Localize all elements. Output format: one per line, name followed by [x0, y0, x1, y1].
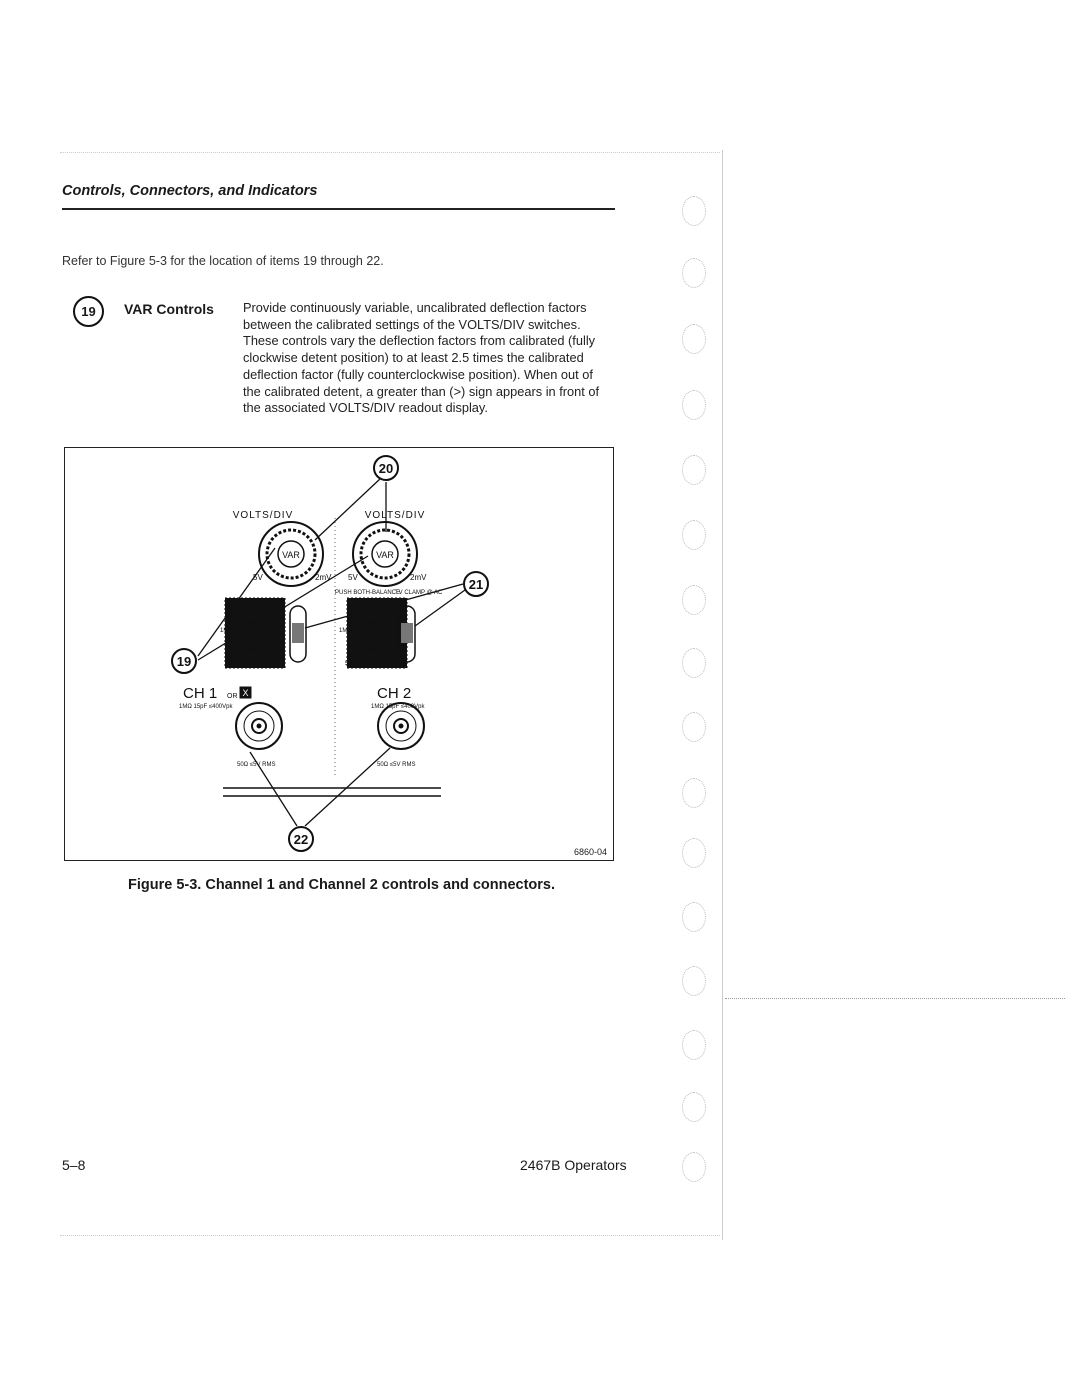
svg-text:1MΩ: 1MΩ — [220, 628, 233, 634]
manual-name: 2467B Operators — [520, 1157, 627, 1173]
binder-hole — [682, 712, 706, 742]
binder-hole — [682, 1152, 706, 1182]
ch1-bnc-connector — [235, 702, 283, 750]
leader-lines — [197, 477, 466, 827]
binder-hole — [682, 196, 706, 226]
binder-hole — [682, 455, 706, 485]
svg-text:DC: DC — [247, 661, 256, 667]
svg-text:5V: 5V — [348, 573, 358, 582]
item-title: VAR Controls — [124, 301, 214, 317]
svg-text:PUSH BOTH-BALANCE: PUSH BOTH-BALANCE — [335, 590, 400, 596]
svg-text:50Ω ≤5V RMS: 50Ω ≤5V RMS — [237, 762, 275, 768]
svg-text:50Ω: 50Ω — [225, 661, 237, 667]
scan-edge-bottom — [60, 1235, 720, 1236]
svg-text:1MΩ 15pF ≤400Vpk: 1MΩ 15pF ≤400Vpk — [371, 704, 425, 710]
svg-text:DC: DC — [367, 634, 376, 640]
svg-text:50Ω: 50Ω — [345, 661, 357, 667]
binder-hole — [682, 390, 706, 420]
refer-text: Refer to Figure 5-3 for the location of … — [62, 254, 384, 268]
svg-text:50Ω ≤5V RMS: 50Ω ≤5V RMS — [377, 762, 415, 768]
binder-hole — [682, 1030, 706, 1060]
figure-5-3: VOLTS/DIV VAR 5V 2mV VOLTS/DIV VAR 5V 2m… — [64, 447, 614, 861]
section-title: Controls, Connectors, and Indicators — [62, 183, 318, 199]
svg-text:1MΩ 15pF ≤400Vpk: 1MΩ 15pF ≤400Vpk — [179, 704, 233, 710]
figure-caption: Figure 5-3. Channel 1 and Channel 2 cont… — [128, 877, 556, 893]
binder-hole — [682, 966, 706, 996]
binder-hole — [682, 324, 706, 354]
item-number-badge: 19 — [73, 296, 104, 327]
binder-hole — [682, 585, 706, 615]
svg-text:22: 22 — [294, 832, 308, 847]
page-edge — [722, 150, 723, 1240]
svg-text:19: 19 — [177, 654, 191, 669]
binder-hole — [682, 778, 706, 808]
svg-text:21: 21 — [469, 577, 483, 592]
svg-text:X: X — [242, 688, 248, 698]
binder-hole — [682, 648, 706, 678]
callout-19: 19 — [171, 648, 197, 674]
scan-edge-right — [725, 998, 1065, 999]
svg-text:GND: GND — [367, 648, 381, 654]
ch2-bnc-connector — [377, 702, 425, 750]
callout-20: 20 — [373, 455, 399, 481]
svg-text:DC: DC — [247, 634, 256, 640]
svg-text:20: 20 — [379, 461, 393, 476]
binder-hole — [682, 838, 706, 868]
svg-text:DC: DC — [367, 661, 376, 667]
ch1-volts-div-knob: VOLTS/DIV VAR 5V 2mV — [233, 510, 332, 587]
scan-edge-top — [60, 152, 720, 153]
svg-text:VAR: VAR — [282, 550, 300, 560]
header-rule — [62, 208, 615, 210]
ch2-position-knob — [398, 605, 416, 663]
page-number: 5–8 — [62, 1157, 86, 1173]
item-description: Provide continuously variable, uncalibra… — [243, 300, 600, 416]
ch2-coupling-switch: AC GND DC GND DC 1MΩ 50Ω — [339, 597, 408, 669]
svg-text:GND: GND — [247, 620, 261, 626]
binder-hole — [682, 1092, 706, 1122]
binder-hole — [682, 258, 706, 288]
binder-hole — [682, 520, 706, 550]
figure-id: 6860-04 — [573, 847, 607, 857]
svg-text:GND: GND — [367, 620, 381, 626]
svg-text:OR: OR — [227, 693, 238, 700]
svg-text:VAR: VAR — [376, 550, 394, 560]
svg-text:VOLTS/DIV: VOLTS/DIV — [233, 510, 294, 521]
svg-text:CH 1: CH 1 — [183, 685, 217, 702]
svg-text:CH 2: CH 2 — [377, 685, 411, 702]
binder-hole — [682, 902, 706, 932]
ch1-position-knob — [289, 605, 307, 663]
svg-text:2mV: 2mV — [410, 573, 427, 582]
callout-21: 21 — [463, 571, 489, 597]
svg-text:VOLTS/DIV: VOLTS/DIV — [365, 510, 426, 521]
svg-text:AC: AC — [247, 606, 256, 612]
svg-text:GND: GND — [247, 648, 261, 654]
svg-text:1MΩ: 1MΩ — [339, 628, 352, 634]
channel-controls-diagram: VOLTS/DIV VAR 5V 2mV VOLTS/DIV VAR 5V 2m… — [171, 455, 489, 852]
svg-text:2mV: 2mV — [315, 573, 332, 582]
ch1-coupling-switch: AC GND DC GND DC 1MΩ 50Ω — [220, 597, 286, 669]
callout-22: 22 — [288, 826, 314, 852]
svg-text:TV CLAMP @ AC: TV CLAMP @ AC — [395, 590, 443, 596]
ch2-volts-div-knob: VOLTS/DIV VAR 5V 2mV — [348, 510, 427, 587]
svg-text:5V: 5V — [253, 573, 263, 582]
